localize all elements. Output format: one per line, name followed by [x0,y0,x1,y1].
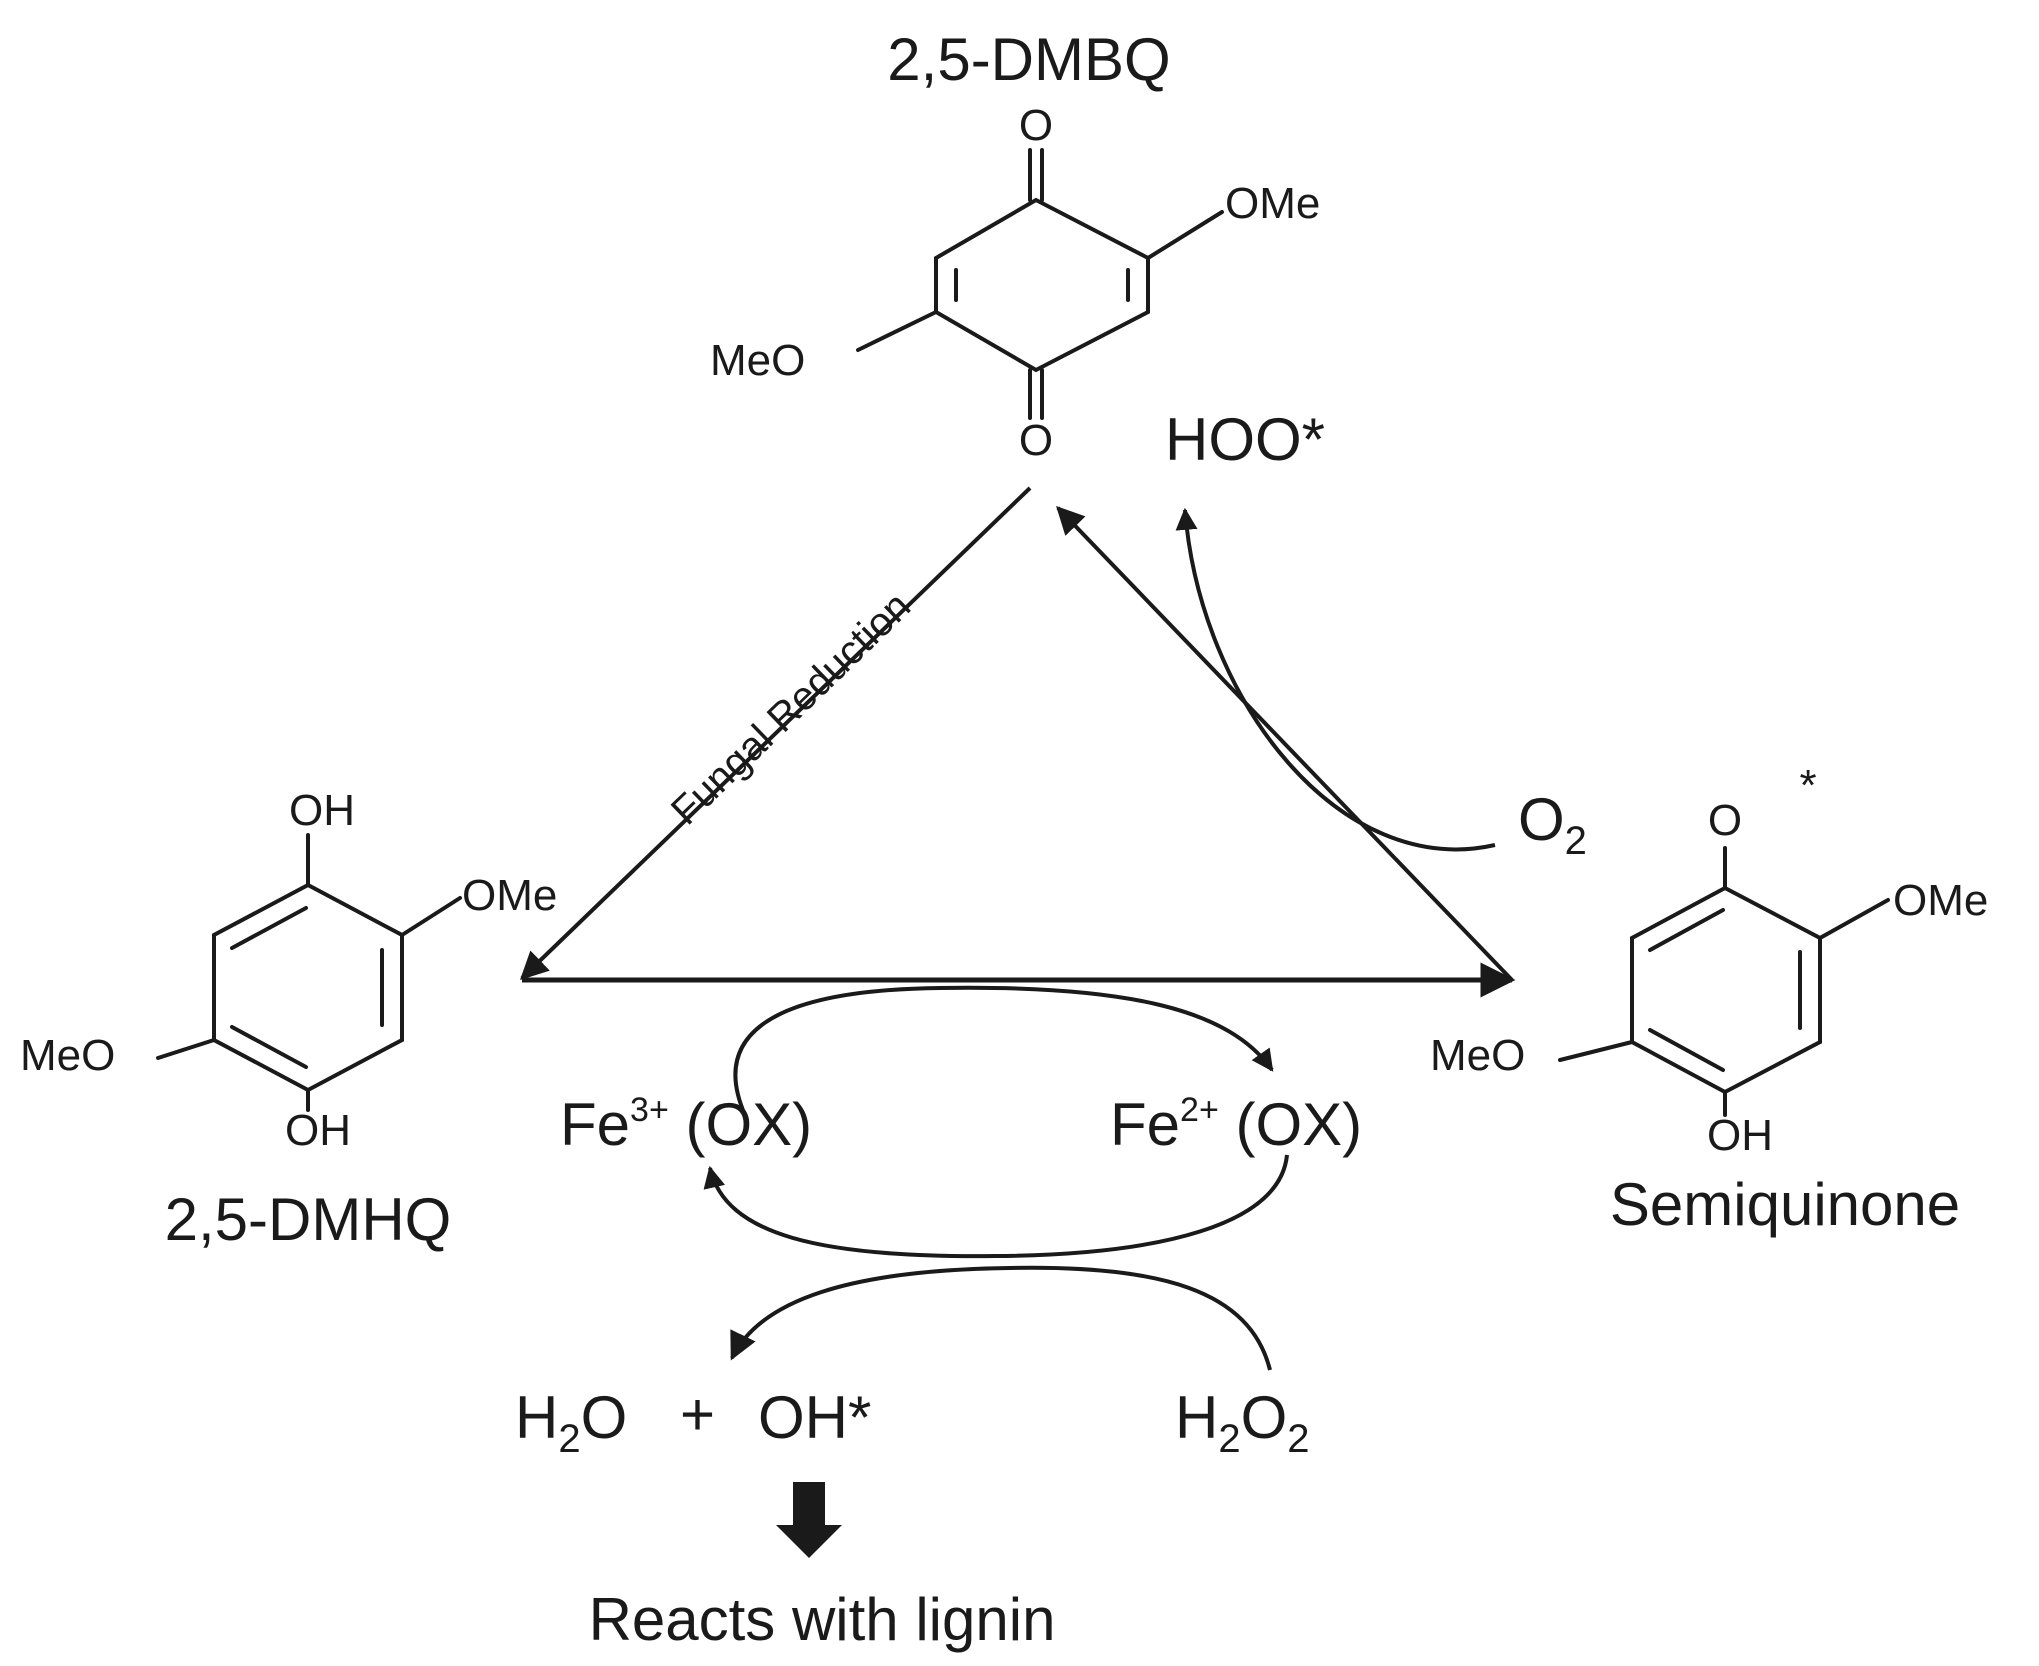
dmhq-ring-bonds [212,882,404,1093]
dmhq-double-bond-bottom [230,1025,308,1069]
h2o2-to-products-arrow [730,1265,1272,1371]
semiquinone-ome-label: OMe [1893,876,1988,925]
fe2-to-fe3-arrow [703,1154,1289,1259]
fe3-to-fe2-arrow [733,985,1274,1116]
dmhq-bottom-oh: OH [285,1106,351,1155]
semiquinone-to-dmbq-arrow [1056,505,1514,982]
fe3-label: Fe3+ (OX) [560,1091,812,1158]
fungal-reduction-label: Fungal Reduction [663,584,919,833]
semiquinone-radical-oxygen: O [1708,796,1742,845]
semiquinone-structure: O * OMe MeO OH Semiquinone [1430,761,1988,1238]
dmbq-top-oxygen: O [1019,101,1053,150]
semiquinone-ring-bonds [1630,885,1822,1095]
semiquinone-meo-bond [1558,1040,1634,1062]
dmbq-bottom-oxygen: O [1019,416,1053,465]
dmbq-carbonyl-top [1028,148,1044,202]
dmhq-structure: OH OMe MeO OH 2,5-DMHQ [20,786,557,1253]
semiquinone-ome-bond [1818,898,1890,940]
dmbq-carbonyl-bottom [1028,368,1044,420]
lignin-reaction-label: Reacts with lignin [589,1586,1056,1653]
dmbq-ome-label: OMe [1225,179,1320,228]
dmbq-ome-bond [1146,210,1224,260]
dmhq-ome-bond [400,896,462,937]
dmhq-name: 2,5-DMHQ [165,1186,452,1253]
semiquinone-bottom-oh: OH [1707,1111,1773,1160]
dmhq-ome-label: OMe [462,871,557,920]
hydrogen-peroxide-label: H2O2 [1175,1384,1310,1461]
semiquinone-double-bond-top [1648,908,1725,952]
plus-sign: + [680,1381,715,1448]
dmhq-meo-bond [156,1038,216,1060]
dmhq-double-bond-top [230,906,308,950]
dmbq-meo-label: MeO [710,336,805,385]
fungal-reduction-arrow [519,486,1032,980]
dmhq-meo-label: MeO [20,1031,115,1080]
dmbq-meo-bond [856,310,938,352]
oxygen-label: O2 [1518,786,1587,863]
dmbq-name: 2,5-DMBQ [887,26,1170,93]
hoo-radical-label: HOO* [1165,406,1325,473]
semiquinone-radical-mark: * [1799,761,1816,810]
semiquinone-meo-label: MeO [1430,1031,1525,1080]
fe2-label: Fe2+ (OX) [1110,1091,1362,1158]
semiquinone-double-bond-bottom [1648,1028,1725,1072]
dmbq-ring-bonds [934,197,1150,373]
water-label: H2O [515,1384,627,1461]
dmhq-top-oh: OH [289,786,355,835]
dmbq-structure: 2,5-DMBQ O O OMe MeO [710,26,1320,465]
oxygen-to-hoo-arrow [1175,507,1496,852]
hydroxyl-radical-label: OH* [758,1384,871,1451]
block-down-arrow [776,1482,842,1558]
semiquinone-name: Semiquinone [1610,1171,1960,1238]
